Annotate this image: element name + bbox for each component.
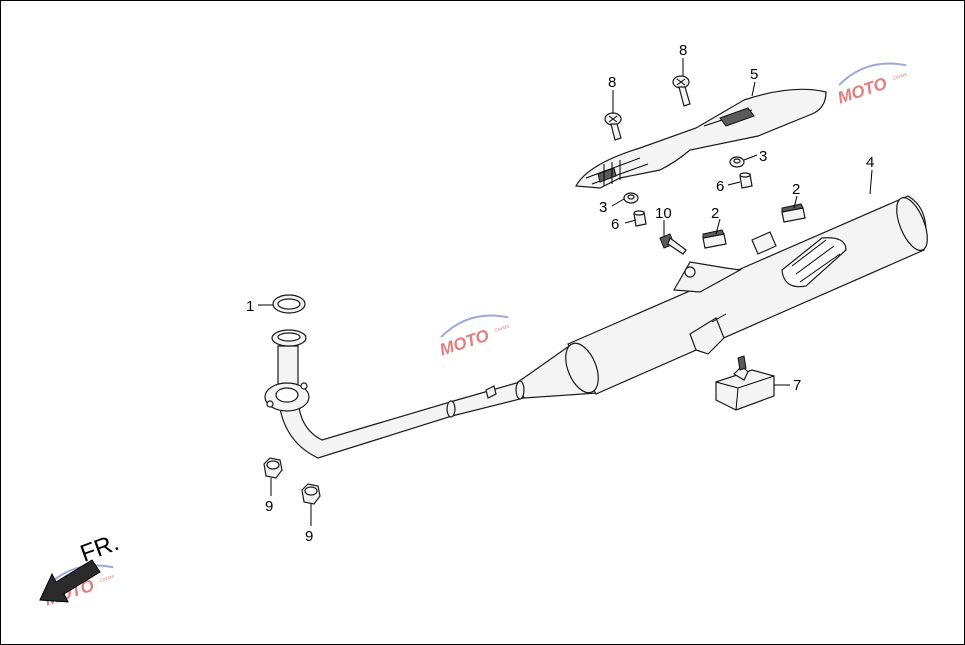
callout-2b: 2 xyxy=(792,181,800,198)
screw-8a xyxy=(604,112,622,141)
washer-3a xyxy=(729,156,745,168)
grommet-2a xyxy=(702,229,727,249)
screw-8b xyxy=(672,75,691,107)
leader-lines xyxy=(258,58,873,526)
heat-shield xyxy=(575,88,827,189)
washer-3b xyxy=(623,192,639,204)
svg-text:Centre: Centre xyxy=(99,574,115,584)
svg-text:Centre: Centre xyxy=(892,72,908,82)
callout-3b: 3 xyxy=(599,199,607,216)
collar-6a xyxy=(739,172,753,189)
svg-text:MOTO: MOTO xyxy=(437,326,491,360)
callout-4: 4 xyxy=(866,154,874,171)
callout-6a: 6 xyxy=(716,178,724,195)
nut-9b xyxy=(301,483,321,505)
callout-1: 1 xyxy=(246,298,254,315)
bolt-10 xyxy=(659,233,687,255)
watermark-top-right: MOTO Centre xyxy=(835,62,908,108)
callout-5: 5 xyxy=(750,66,758,83)
grommet-2b xyxy=(781,203,806,223)
nut-9a xyxy=(263,457,283,479)
callout-10: 10 xyxy=(655,205,672,222)
watermark-center: MOTO Centre xyxy=(437,314,510,360)
callout-3a: 3 xyxy=(759,148,767,165)
rubber-mount-7 xyxy=(715,355,775,411)
callout-9b: 9 xyxy=(305,528,313,545)
callout-8a: 8 xyxy=(608,74,616,91)
front-label: FR. xyxy=(77,529,123,568)
callouts: 1 2 2 3 3 4 5 6 6 7 8 8 9 9 10 xyxy=(246,42,874,545)
callout-6b: 6 xyxy=(611,216,619,233)
svg-text:MOTO: MOTO xyxy=(835,74,889,108)
exhaust-gasket xyxy=(272,294,306,314)
muffler-assembly xyxy=(264,195,928,459)
callout-7: 7 xyxy=(793,377,801,394)
svg-text:Centre: Centre xyxy=(494,324,510,334)
callout-8b: 8 xyxy=(679,42,687,59)
callout-2a: 2 xyxy=(711,205,719,222)
collar-6b xyxy=(633,210,647,227)
callout-9a: 9 xyxy=(265,498,273,515)
